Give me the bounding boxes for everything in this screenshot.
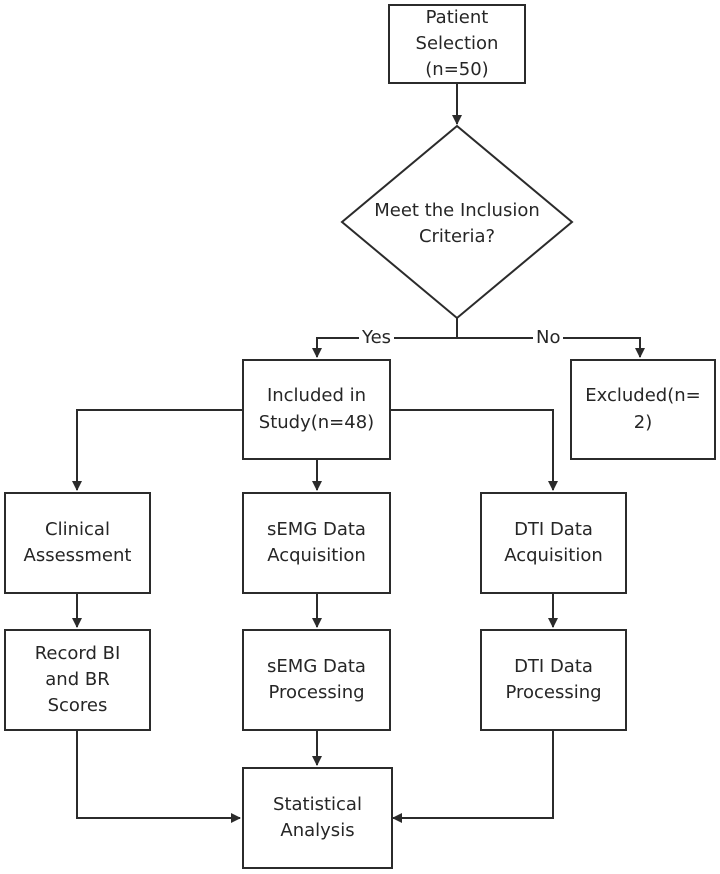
dti-acquisition-text: DTI Data Acquisition — [504, 518, 603, 566]
excluded-text: Excluded(n= 2) — [585, 385, 701, 433]
arrow-record-to-stats — [76, 731, 241, 823]
statistical-analysis-text: Statistical Analysis — [273, 793, 362, 841]
patient-selection-box: Patient Selection (n=50) — [388, 4, 526, 84]
inclusion-decision-text: Meet the Inclusion Criteria? — [374, 200, 540, 248]
record-scores-text: Record BI and BR Scores — [34, 642, 121, 717]
clinical-assessment-text: Clinical Assessment — [23, 518, 132, 566]
semg-acquisition-text: sEMG Data Acquisition — [267, 518, 366, 566]
arrow-included-to-clinical — [72, 409, 242, 491]
dti-acquisition-box: DTI Data Acquisition — [480, 492, 627, 594]
dti-processing-text: DTI Data Processing — [505, 655, 602, 703]
dti-processing-box: DTI Data Processing — [480, 629, 627, 731]
semg-processing-text: sEMG Data Processing — [267, 655, 366, 703]
included-text: Included in Study(n=48) — [258, 385, 375, 433]
statistical-analysis-box: Statistical Analysis — [242, 767, 393, 869]
clinical-assessment-box: Clinical Assessment — [4, 492, 151, 594]
included-box: Included in Study(n=48) — [242, 359, 391, 460]
arrow-yes-to-included — [312, 337, 457, 358]
semg-acquisition-box: sEMG Data Acquisition — [242, 492, 391, 594]
record-scores-box: Record BI and BR Scores — [4, 629, 151, 731]
arrow-no-to-excluded — [457, 337, 645, 358]
no-label: No — [533, 327, 564, 349]
patient-selection-text: Patient Selection (n=50) — [415, 6, 499, 81]
excluded-box: Excluded(n= 2) — [570, 359, 716, 460]
yes-label: Yes — [359, 327, 395, 349]
arrow-included-to-dti — [391, 409, 558, 491]
arrow-dti-proc-to-stats — [392, 731, 554, 823]
semg-processing-box: sEMG Data Processing — [242, 629, 391, 731]
